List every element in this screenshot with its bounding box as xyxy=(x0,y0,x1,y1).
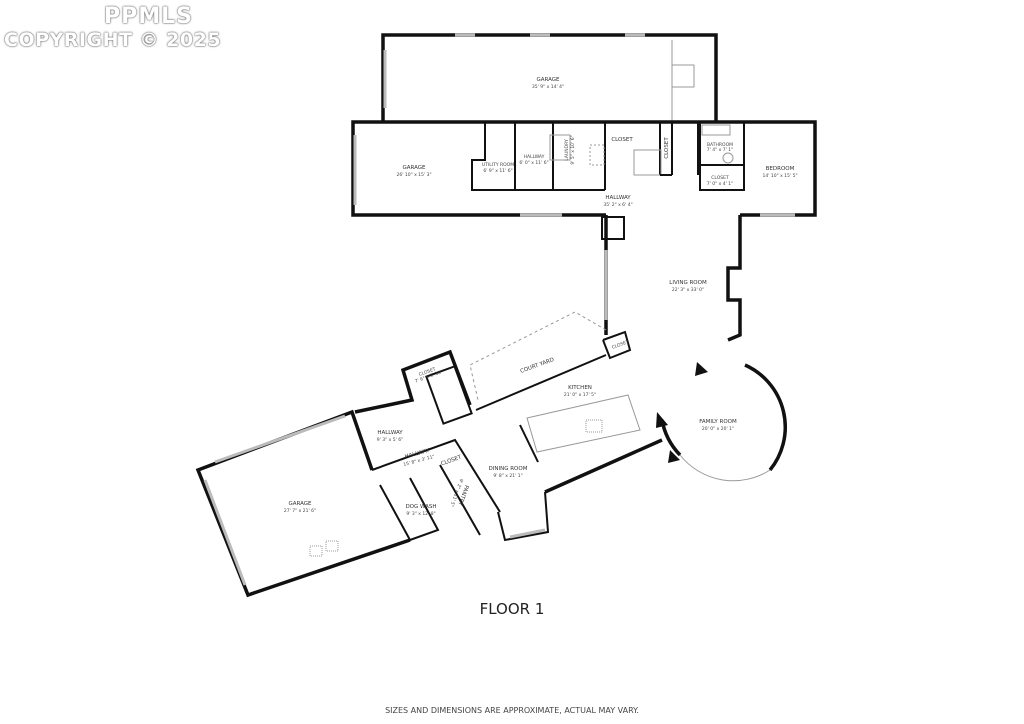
room-name: CLOSET xyxy=(611,137,633,143)
walls xyxy=(195,33,817,598)
room-dims: 7' 0" x 4' 1" xyxy=(707,181,733,187)
room-dims: 9' 5" x 10' 6" xyxy=(570,135,576,164)
room-dims: 35' 9" x 14' 4" xyxy=(532,84,564,90)
room-name: HALLWAY xyxy=(524,154,545,160)
disclaimer: SIZES AND DIMENSIONS ARE APPROXIMATE, AC… xyxy=(385,706,639,715)
room-name: HALLWAY xyxy=(605,195,631,201)
room-dims: 21' 0" x 17' 5" xyxy=(564,392,596,398)
room-dims: 9' 3" x 5' 6" xyxy=(377,437,403,443)
watermark-copyright: COPYRIGHT © 2025 xyxy=(4,29,222,51)
room-label-closet-4: CLOSET xyxy=(611,339,630,351)
room-name: DINING ROOM xyxy=(489,466,528,472)
watermark: PPMLS COPYRIGHT © 2025 xyxy=(4,4,221,51)
room-name: GARAGE xyxy=(288,501,312,507)
room-name: BEDROOM xyxy=(766,166,795,172)
room-name: LAUNDRY xyxy=(564,139,570,161)
watermark-brand: PPMLS xyxy=(104,4,194,29)
room-name: COURT YARD xyxy=(520,357,555,375)
room-dims: 14' 10" x 15' 5" xyxy=(762,173,797,179)
room-label-closet-1: CLOSET xyxy=(611,137,633,143)
room-name: CLOSET xyxy=(440,454,463,467)
room-name: HALLWAY xyxy=(377,430,403,436)
room-name: FAMILY ROOM xyxy=(699,419,737,425)
room-name: GARAGE xyxy=(536,77,560,83)
room-name: UTILITY ROOM xyxy=(482,162,514,168)
room-dims: 26' 10" x 15' 3" xyxy=(396,172,431,178)
room-name: BATHROOM xyxy=(707,142,733,148)
floor-title: FLOOR 1 xyxy=(479,600,545,618)
room-name: CLOSET xyxy=(611,339,630,351)
room-name: KITCHEN xyxy=(568,385,592,391)
room-name: CLOSET xyxy=(418,366,437,378)
room-dims: 6' 0" x 11' 6" xyxy=(519,160,548,166)
room-dims: 22' 3" x 33' 0" xyxy=(672,287,704,293)
room-label-closet-6: CLOSET xyxy=(440,454,463,467)
room-dims: 20' 0" x 20' 1" xyxy=(702,426,734,432)
room-name: CLOSET xyxy=(711,175,729,181)
room-label-closet-2: CLOSET xyxy=(664,137,670,159)
room-dims: 35' 2" x 6' 4" xyxy=(603,202,632,208)
room-name: GARAGE xyxy=(402,165,426,171)
room-name: LIVING ROOM xyxy=(669,280,707,286)
room-dims: 7' 4" x 7' 1" xyxy=(707,147,733,153)
room-name: CLOSET xyxy=(664,137,670,159)
room-dims: 27' 7" x 21' 6" xyxy=(284,508,316,514)
room-name: DOG WASH xyxy=(405,504,436,510)
room-label-court-yard: COURT YARD xyxy=(520,357,555,375)
room-dims: 9' 3" x 12' 8" xyxy=(406,511,435,517)
room-dims: 6' 9" x 11' 6" xyxy=(483,168,512,174)
room-dims: 9' 8" x 21' 1" xyxy=(493,473,522,479)
